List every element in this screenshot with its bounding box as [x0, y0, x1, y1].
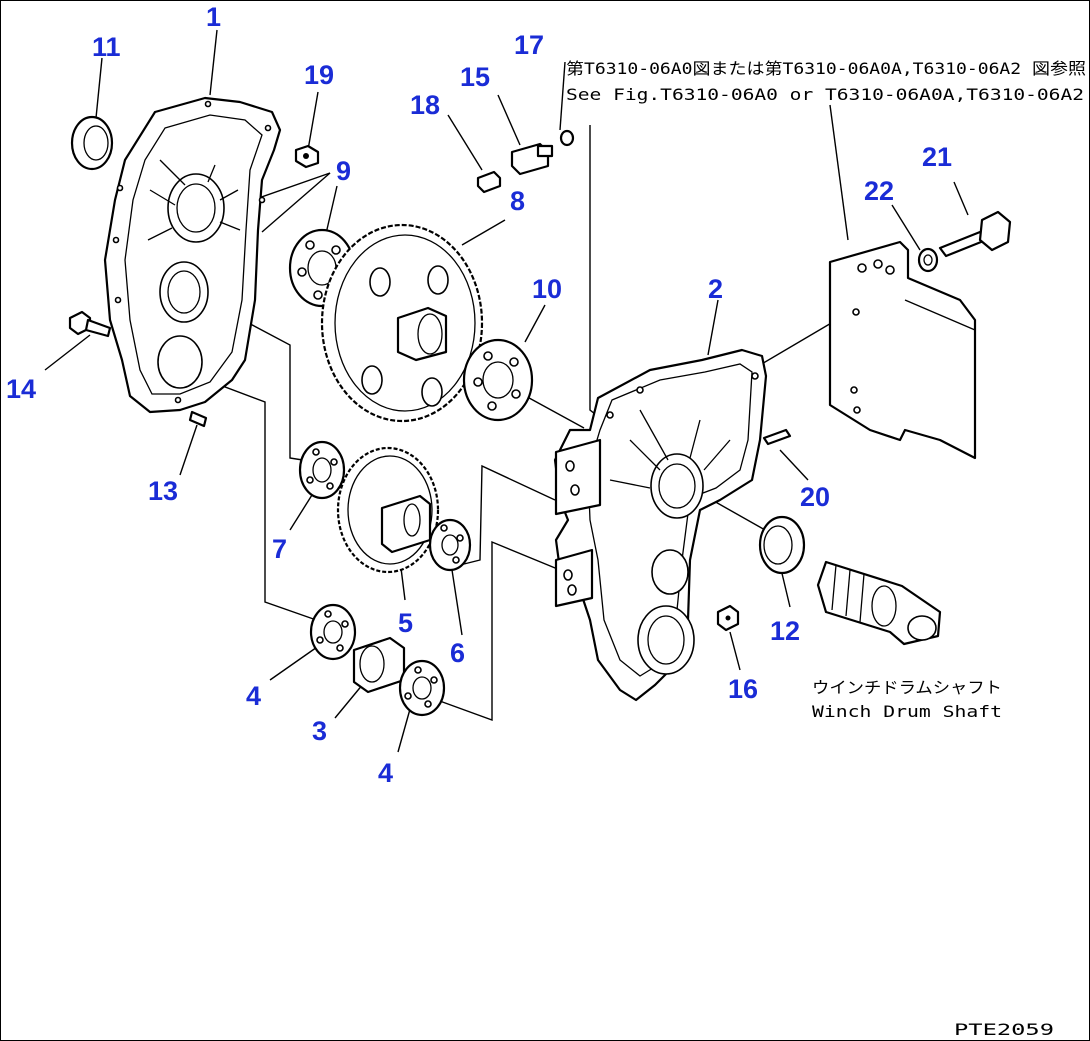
frame-reference — [828, 240, 977, 460]
part-17-o-ring — [559, 129, 575, 147]
part-18-plug — [476, 170, 502, 194]
part-10-bearing — [462, 338, 534, 422]
part-14-bolt — [68, 310, 112, 338]
reference-note-jp: 第T6310-06A0図または第T6310-06A0A,T6310-06A2 図… — [566, 59, 1086, 78]
part-11-oil-seal — [70, 115, 114, 171]
figure-code: PTE2059 — [954, 1020, 1054, 1039]
part-7-bearing — [298, 440, 346, 500]
shaft-label-jp: ウインチドラムシャフト — [812, 678, 1002, 697]
part-21-bolt — [938, 210, 1012, 258]
shaft-label-en: Winch Drum Shaft — [812, 702, 1002, 721]
callout-4-upper: 4 — [246, 681, 261, 711]
part-22-washer — [917, 247, 939, 273]
callout-20: 20 — [800, 482, 830, 512]
part-15-fitting — [510, 142, 554, 176]
callout-21: 21 — [922, 142, 952, 172]
part-5-gear-shaft — [336, 446, 440, 574]
callout-16: 16 — [728, 674, 758, 704]
callout-5: 5 — [398, 608, 413, 638]
callout-labels: 1 2 3 4 4 5 6 7 8 9 10 11 12 13 14 15 16… — [6, 2, 952, 788]
reference-note-en: See Fig.T6310-06A0 or T6310-06A0A,T6310-… — [566, 85, 1084, 104]
part-3-spacer — [352, 636, 406, 694]
callout-13: 13 — [148, 476, 178, 506]
callout-12: 12 — [770, 616, 800, 646]
callout-2: 2 — [708, 274, 723, 304]
part-20-pin — [762, 428, 792, 446]
callout-15: 15 — [460, 62, 490, 92]
callout-8: 8 — [510, 186, 525, 216]
part-6-bearing — [428, 518, 472, 572]
callout-4-lower: 4 — [378, 758, 393, 788]
part-13-dowel-pin — [188, 410, 208, 428]
callout-19: 19 — [304, 60, 334, 90]
part-12-oil-seal — [758, 515, 806, 575]
callout-3: 3 — [312, 716, 327, 746]
callout-22: 22 — [864, 176, 894, 206]
callout-10: 10 — [532, 274, 562, 304]
callout-14: 14 — [6, 374, 36, 404]
part-1-front-cover — [103, 96, 282, 414]
winch-drum-shaft — [816, 560, 942, 646]
callout-1: 1 — [206, 2, 221, 32]
part-19-nut — [294, 144, 320, 169]
callout-7: 7 — [272, 534, 287, 564]
callout-18: 18 — [410, 90, 440, 120]
callout-6: 6 — [450, 638, 465, 668]
part-16-bolt — [716, 604, 740, 632]
part-8-large-gear — [320, 223, 484, 423]
part-2-case — [553, 348, 768, 702]
part-4-bearing-lower — [398, 659, 446, 717]
callout-11: 11 — [92, 32, 121, 62]
callout-17: 17 — [514, 30, 544, 60]
callout-9: 9 — [336, 156, 351, 186]
part-4-bearing-upper — [309, 603, 357, 661]
